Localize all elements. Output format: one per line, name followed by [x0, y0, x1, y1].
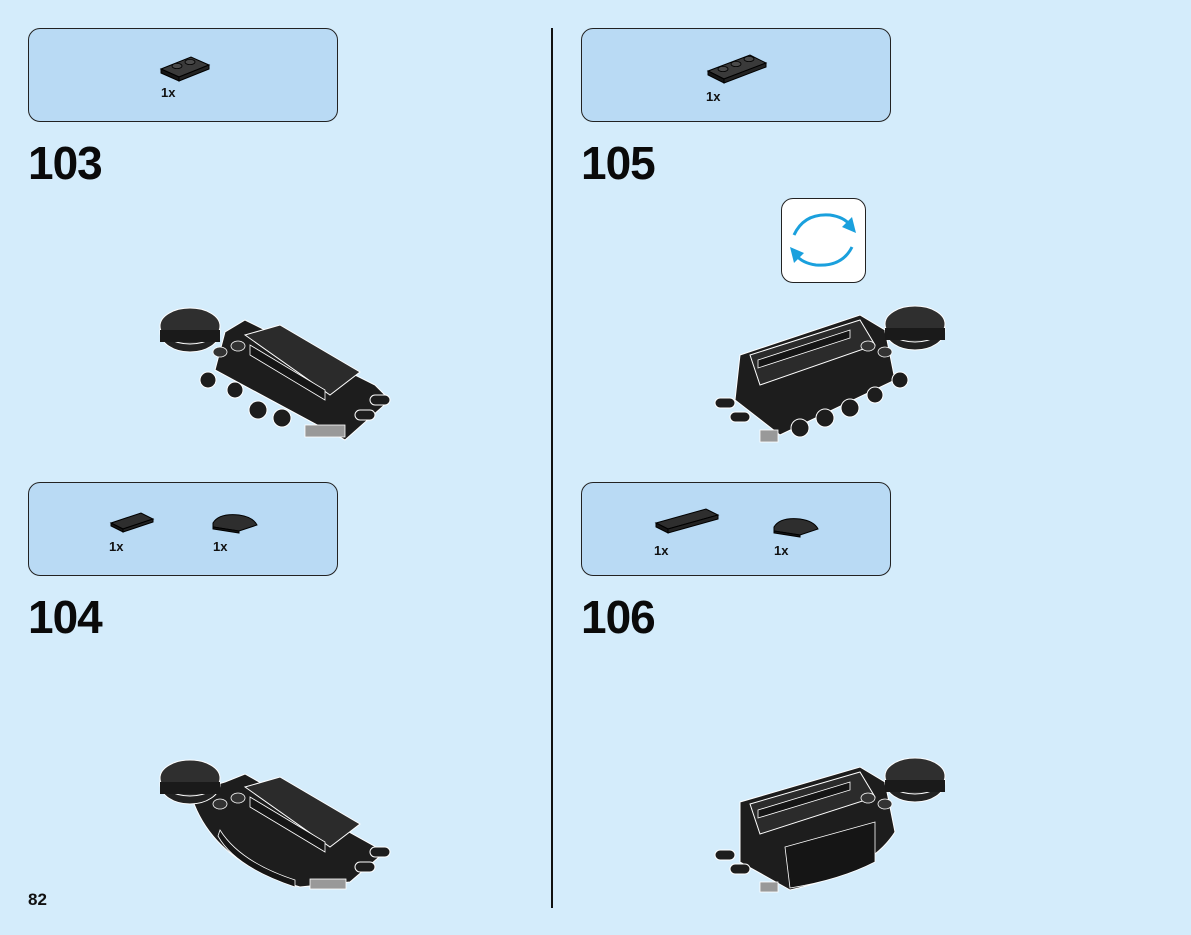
part-quantity: 1x	[654, 543, 668, 558]
model-assembly-step-103	[150, 300, 400, 450]
part-quantity: 1x	[706, 89, 720, 104]
tile-1x4-icon	[652, 505, 722, 537]
curved-slope-icon	[209, 511, 261, 535]
part-quantity: 1x	[161, 85, 175, 100]
model-assembly-step-104	[150, 752, 400, 902]
step-number-106: 106	[581, 594, 655, 640]
plate-1x3-icon	[704, 51, 770, 85]
part-quantity: 1x	[109, 539, 123, 554]
step-number-104: 104	[28, 594, 102, 640]
part-quantity: 1x	[213, 539, 227, 554]
parts-box-step-106: 1x 1x	[581, 482, 891, 576]
parts-box-step-105: 1x	[581, 28, 891, 122]
step-number-103: 103	[28, 140, 102, 186]
parts-box-step-104: 1x 1x	[28, 482, 338, 576]
step-number-105: 105	[581, 140, 655, 186]
model-assembly-step-106	[710, 752, 950, 902]
column-divider	[551, 28, 553, 908]
rotate-callout	[781, 198, 866, 283]
part-quantity: 1x	[774, 543, 788, 558]
tile-1x2-icon	[107, 509, 157, 535]
rotate-model-icon	[782, 199, 864, 281]
model-assembly-step-105	[710, 300, 950, 450]
plate-1x2-icon	[157, 53, 213, 83]
page-number: 82	[28, 890, 47, 910]
parts-box-step-103: 1x	[28, 28, 338, 122]
curved-slope-icon	[770, 515, 822, 539]
